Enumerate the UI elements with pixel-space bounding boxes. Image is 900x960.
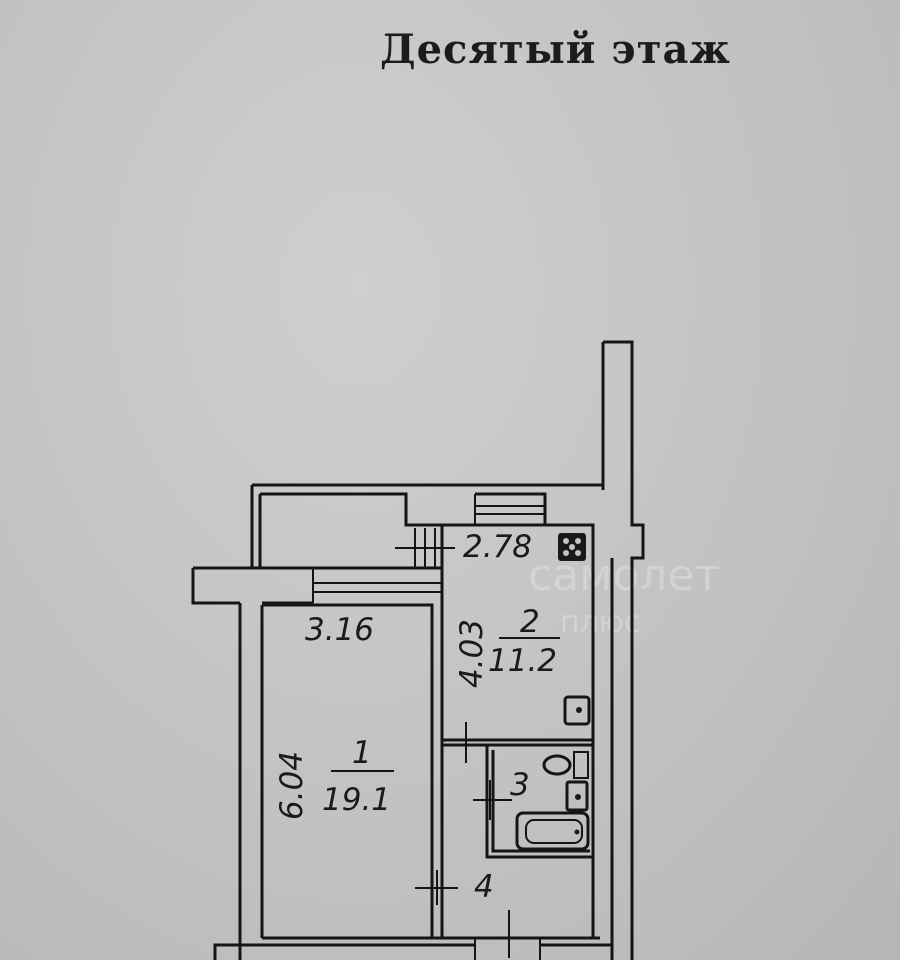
bathroom-walls bbox=[473, 745, 593, 958]
watermark-line1: самолет bbox=[528, 550, 720, 601]
room-4-number: 4 bbox=[474, 869, 494, 905]
room-1-length-label: 6.04 bbox=[274, 751, 310, 820]
room-1-number: 1 bbox=[352, 735, 372, 771]
toilet-icon bbox=[542, 751, 589, 779]
room-3-number: 3 bbox=[510, 767, 530, 803]
watermark-line2: плюс bbox=[560, 605, 641, 640]
room-1-width-label: 3.16 bbox=[305, 612, 374, 648]
bathtub-icon bbox=[515, 811, 590, 851]
kitchen-length-label: 4.03 bbox=[454, 619, 490, 688]
room-1-walls bbox=[260, 525, 458, 938]
washbasin-icon bbox=[565, 780, 589, 812]
sink-icon bbox=[563, 695, 591, 726]
kitchen-walls bbox=[395, 523, 595, 938]
kitchen-width-label: 2.78 bbox=[463, 529, 532, 565]
room-2-number: 2 bbox=[520, 604, 540, 640]
room-2-area: 11.2 bbox=[488, 643, 557, 679]
room-1-area: 19.1 bbox=[322, 782, 391, 818]
floor-title: Десятый этаж bbox=[380, 26, 731, 73]
stove-icon bbox=[558, 533, 586, 561]
exterior-walls bbox=[191, 340, 645, 960]
